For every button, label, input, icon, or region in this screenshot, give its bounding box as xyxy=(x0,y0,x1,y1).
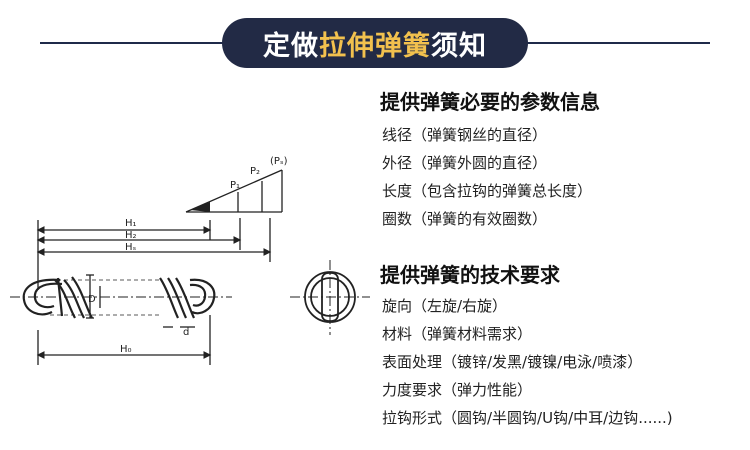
param-item-outer-diameter: 外径（弹簧外圆的直径） xyxy=(382,154,548,172)
req-item-material: 材料（弹簧材料需求） xyxy=(382,325,533,343)
section2-title: 提供弹簧的技术要求 xyxy=(380,263,560,287)
label-p1: P₁ xyxy=(230,180,240,191)
banner-text-highlight: 拉伸弹簧 xyxy=(319,30,431,62)
spring-right-end xyxy=(159,277,216,319)
req-item-hook-type: 拉钩形式（圆钩/半圆钩/U钩/中耳/边钩......) xyxy=(382,409,673,427)
spring-left-end xyxy=(22,276,93,319)
spring-technical-drawing: H₁ H₂ Hₛ H₀ D d P₁ P₂ (Pₛ) xyxy=(10,156,370,365)
label-h0: H₀ xyxy=(120,344,132,355)
req-item-winding-direction: 旋向（左旋/右旋） xyxy=(382,297,508,315)
param-item-wire-diameter: 线径（弹簧钢丝的直径） xyxy=(382,126,548,144)
banner-text-start: 定做 xyxy=(263,30,319,62)
label-hs: Hₛ xyxy=(125,242,137,253)
header-rule-left xyxy=(40,42,230,44)
title-banner: 定做 拉伸弹簧 须知 xyxy=(222,18,528,68)
header-rule-right xyxy=(520,42,710,44)
label-ps: (Pₛ) xyxy=(270,156,288,167)
param-item-length: 长度（包含拉钩的弹簧总长度） xyxy=(382,182,593,200)
label-h1: H₁ xyxy=(125,218,137,229)
param-item-coils: 圈数（弹簧的有效圈数） xyxy=(382,210,548,228)
label-d: d xyxy=(183,327,189,338)
label-h2: H₂ xyxy=(125,230,137,241)
dimension-lines xyxy=(36,218,272,365)
req-item-force: 力度要求（弹力性能） xyxy=(382,381,533,399)
spring-end-view xyxy=(290,260,370,335)
req-item-surface-treatment: 表面处理（镀锌/发黑/镀镍/电泳/喷漆） xyxy=(382,353,643,371)
force-triangle xyxy=(185,169,283,213)
banner-text-end: 须知 xyxy=(431,30,487,62)
label-D: D xyxy=(88,294,96,305)
section1-title: 提供弹簧必要的参数信息 xyxy=(380,90,600,114)
label-p2: P₂ xyxy=(250,166,260,177)
